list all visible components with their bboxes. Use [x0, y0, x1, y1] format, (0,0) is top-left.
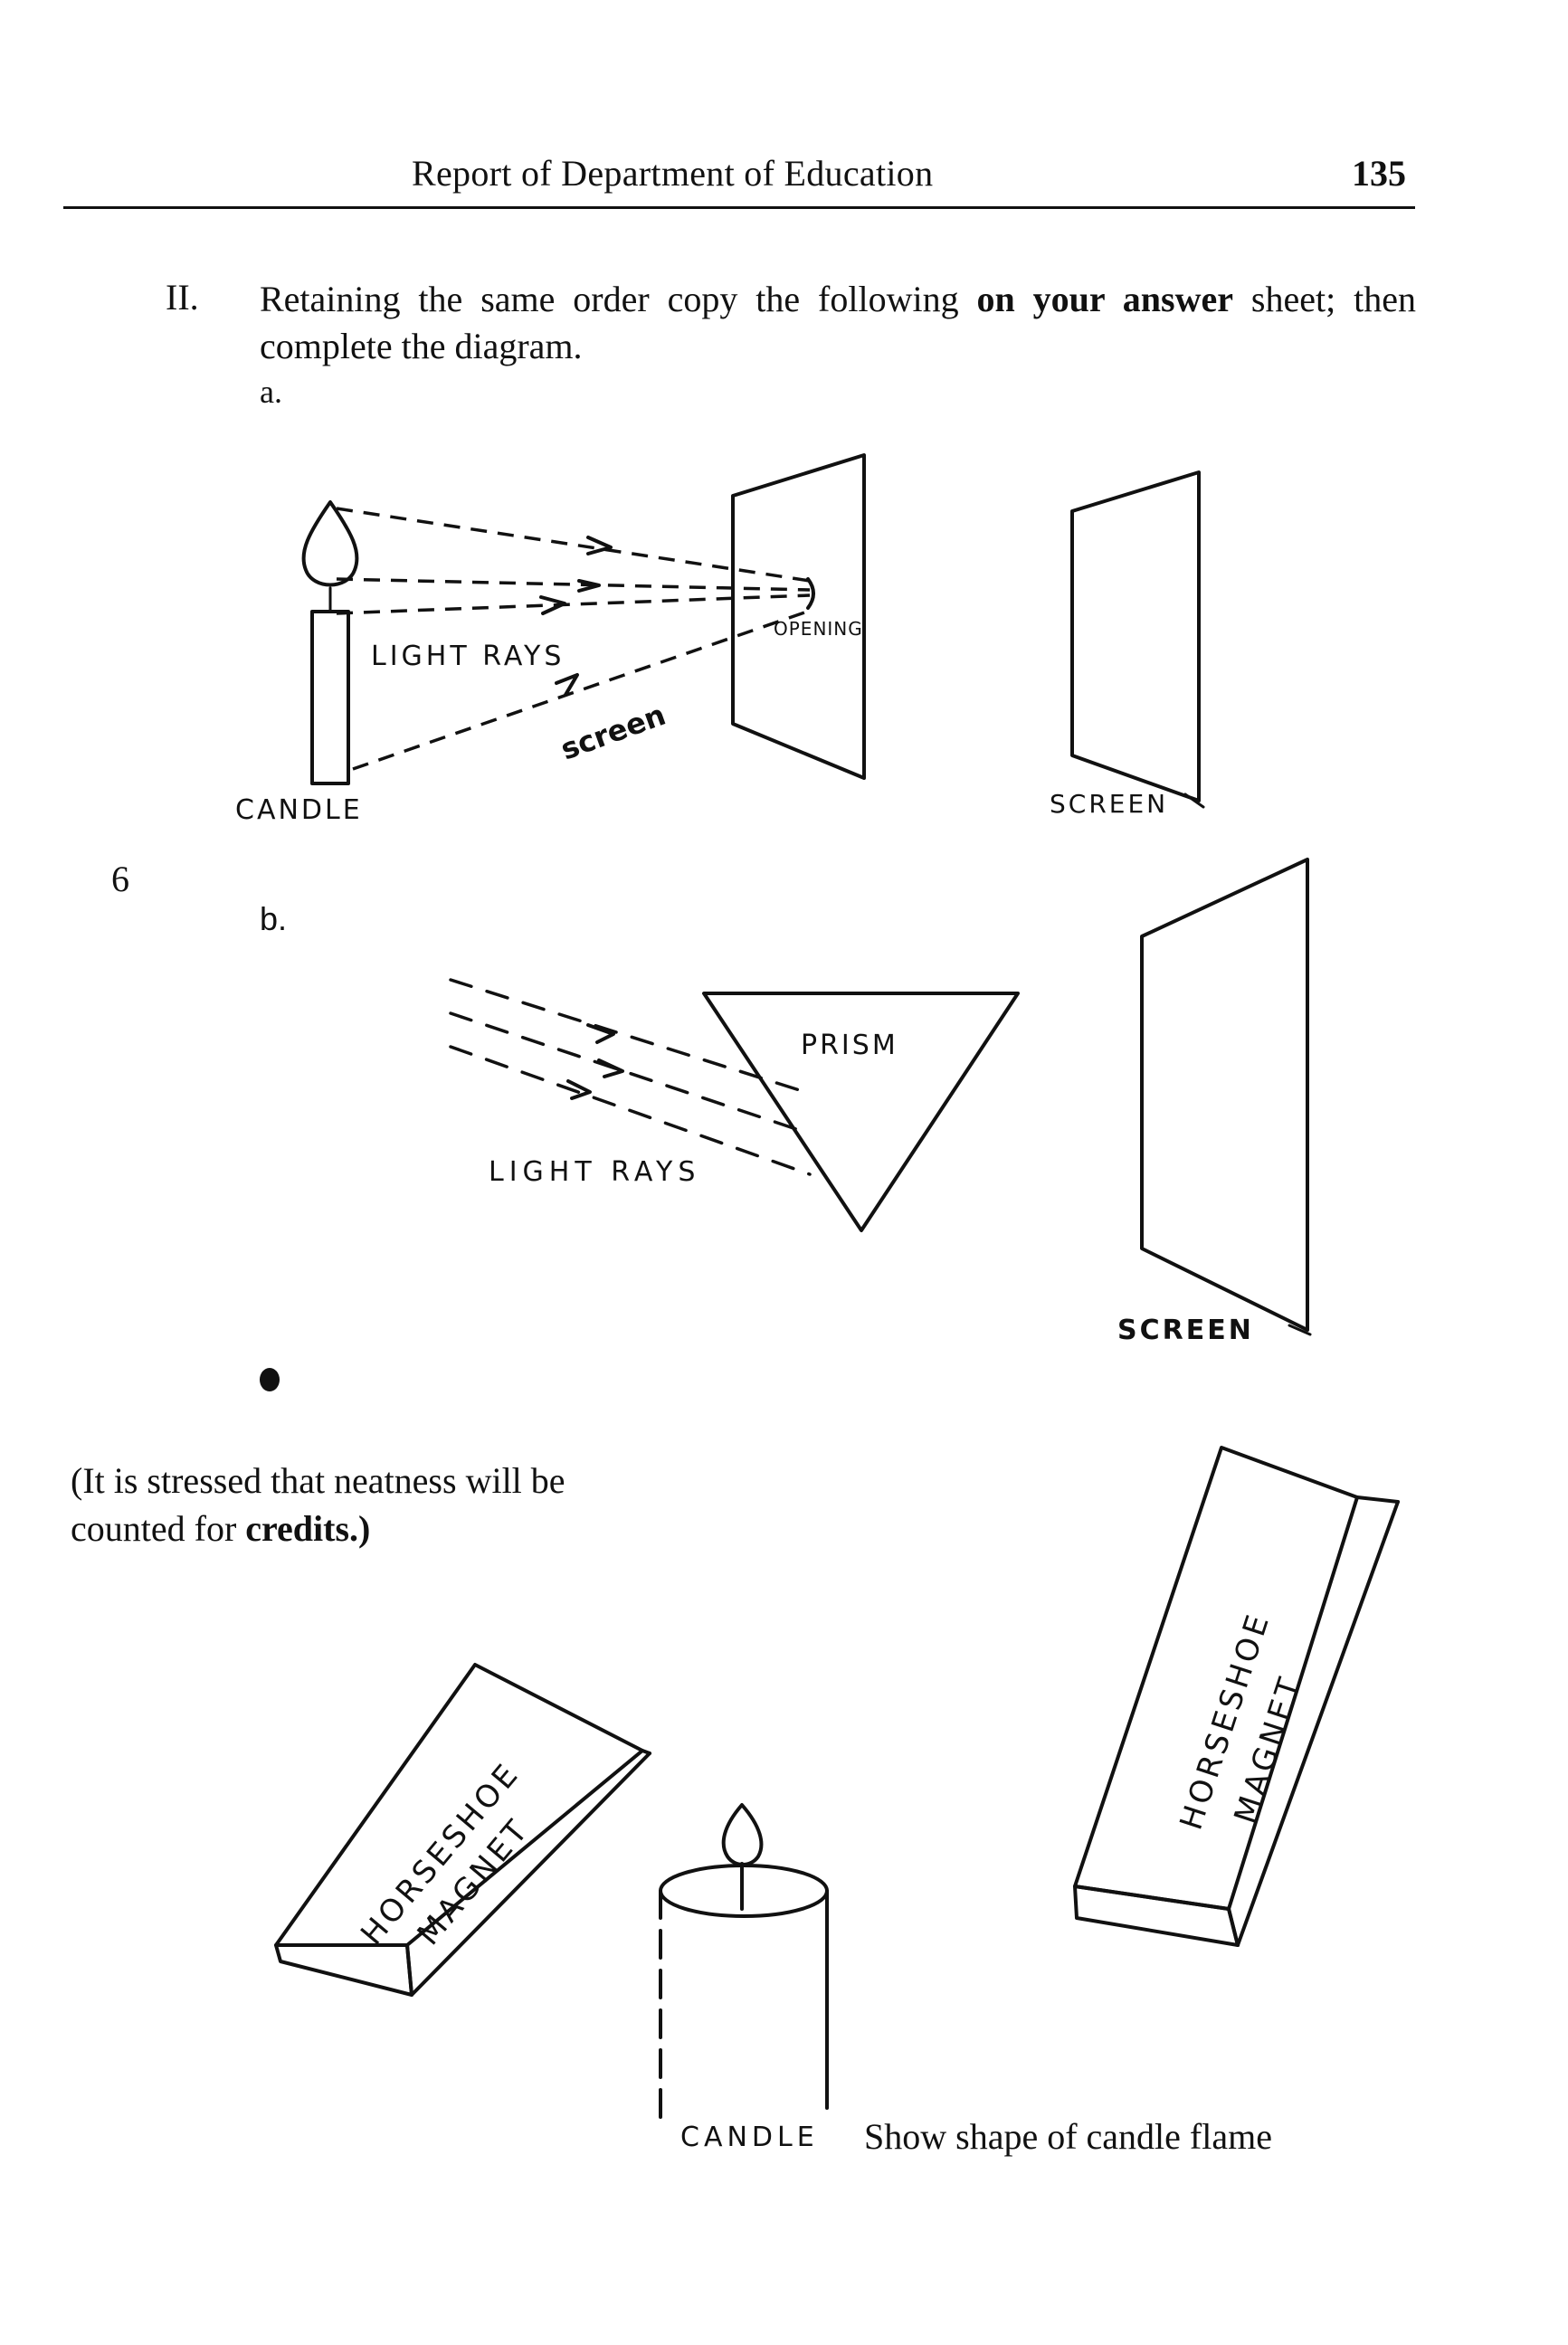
candle-flame-icon: [301, 500, 359, 587]
candle-flame-caption: Show shape of candle flame: [864, 2116, 1272, 2157]
part-a-screen-slanted-label: screen: [556, 698, 670, 767]
part-a-candle-label: CANDLE: [235, 794, 363, 826]
header-rule: [63, 206, 1415, 209]
question-text: Retaining the same order copy the follow…: [260, 276, 1416, 370]
part-a-label: a.: [260, 374, 282, 410]
magnet-left: [274, 1663, 651, 1997]
part-a-screen-label: SCREEN: [1050, 789, 1168, 819]
prism: [702, 992, 1020, 1232]
part-b-light-rays-label: LIGHT RAYS: [489, 1156, 700, 1188]
question-number: II.: [166, 277, 199, 318]
part-a-screen-with-opening: [731, 453, 866, 780]
part-b-ray-arrowheads: [566, 1023, 624, 1100]
part-c-candle: [659, 1803, 829, 2119]
part-a-screen: [1070, 470, 1205, 809]
opening-icon: [806, 577, 815, 610]
note-text-lead: (It is stressed that neatness will be co…: [71, 1460, 565, 1549]
question-text-bold: on your answer: [976, 279, 1234, 319]
candle-flame-blank-icon: [721, 1803, 764, 1866]
part-a-opening-label: OPENING: [774, 618, 863, 640]
part-a-light-rays-label: LIGHT RAYS: [371, 641, 565, 672]
page-header-title: Report of Department of Education: [412, 153, 934, 194]
question-text-lead: Retaining the same order copy the follow…: [260, 279, 977, 319]
part-b-light-rays: [449, 978, 812, 1176]
part-b-screen-label: SCREEN: [1117, 1315, 1254, 1346]
part-a-light-rays: [336, 507, 811, 771]
part-b-screen: [1140, 858, 1312, 1336]
neatness-note: (It is stressed that neatness will be co…: [71, 1457, 577, 1552]
part-c-candle-label: CANDLE: [680, 2122, 819, 2153]
magnet-right: [1073, 1446, 1400, 1947]
margin-score: 6: [111, 859, 129, 899]
part-b-label: b.: [260, 900, 288, 937]
note-text-bold: credits.): [245, 1508, 371, 1549]
part-a-candle: [301, 500, 359, 785]
part-a-ray-arrowheads: [539, 536, 613, 697]
page-number: 135: [1352, 153, 1406, 194]
ink-blot: [260, 1368, 280, 1391]
prism-label: PRISM: [801, 1030, 898, 1061]
question-text-rest: sheet; then complete the diagram.: [260, 279, 1416, 366]
